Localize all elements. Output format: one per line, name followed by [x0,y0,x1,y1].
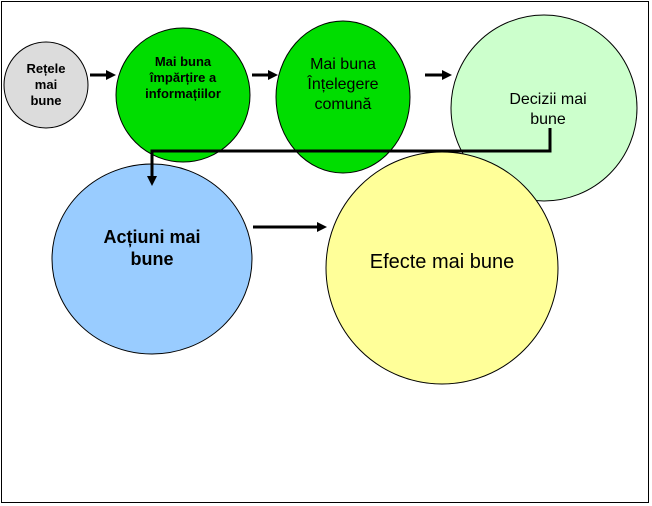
node-decizii-label: Decizii mai bune [509,91,587,128]
node-intelegere-circle [275,20,411,174]
node-efecte-label: Efecte mai bune [369,250,515,273]
node-retele-label: Rețele mai bune [26,60,66,109]
arrow-decizii-to-actiuni [147,128,552,186]
node-decizii-circle [450,14,638,202]
node-retele-circle [3,41,89,129]
node-impartire-label: Mai buna împărțire a informațiilor [145,53,221,102]
node-impartire-circle [115,27,251,163]
node-actiuni-label: Acțiuni mai bune [103,226,201,270]
node-intelegere-label: Mai buna Înțelegere comună [307,56,379,113]
